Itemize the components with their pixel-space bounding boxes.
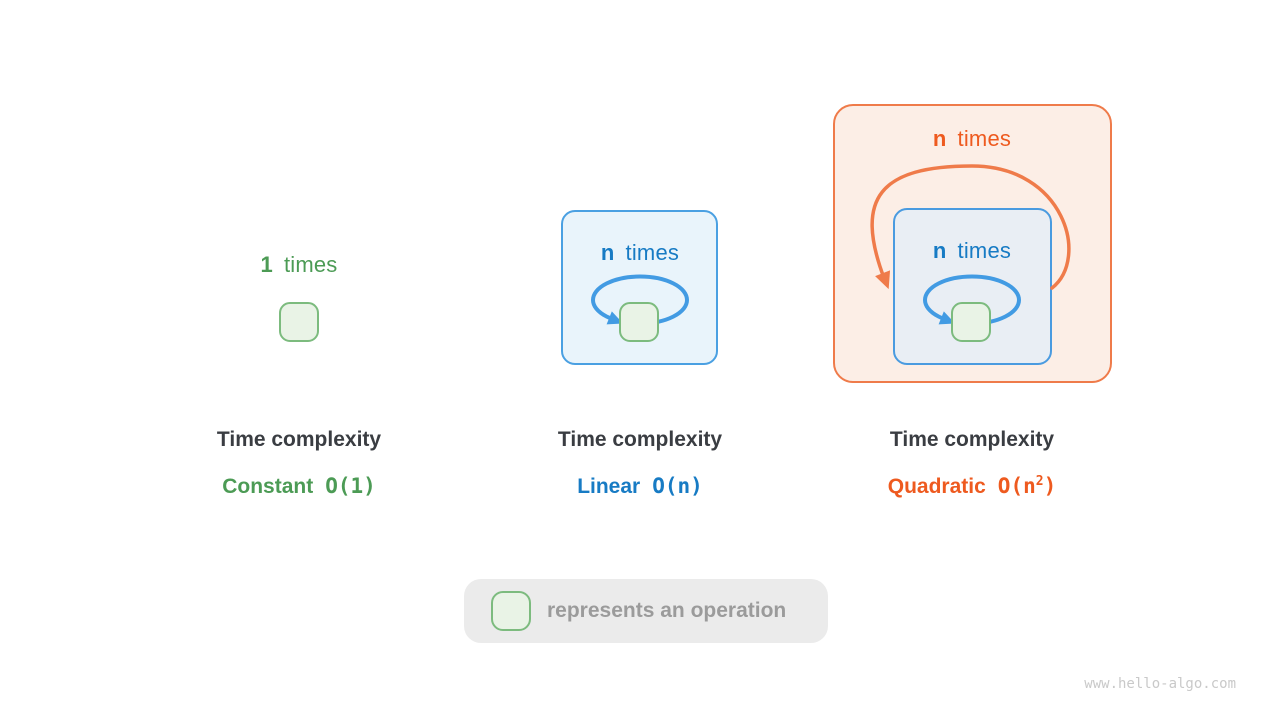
constant-loop-count: 1 [260, 252, 273, 277]
quadratic-outer-loop-word: times [957, 126, 1012, 151]
legend-text: represents an operation [547, 599, 787, 622]
constant-name: Constant [222, 475, 314, 498]
linear-name: Linear [577, 475, 641, 498]
quadratic-heading: Time complexity [889, 428, 1055, 451]
constant-result-label: Constant O(1) [159, 474, 439, 499]
linear-result-label: Linear O(n) [500, 474, 780, 499]
linear-heading: Time complexity [557, 428, 723, 451]
watermark: www.hello-algo.com [1084, 676, 1236, 692]
constant-big-o: O(1) [325, 474, 376, 498]
quadratic-operation-box [951, 302, 991, 342]
linear-big-o: O(n) [652, 474, 703, 498]
linear-loop-word: times [625, 240, 680, 265]
quadratic-inner-loop-count: n [932, 238, 947, 263]
legend-operation-box-icon [491, 591, 531, 631]
quadratic-outer-loop-count: n [932, 126, 947, 151]
linear-loop-count: n [600, 240, 615, 265]
linear-operation-box [619, 302, 659, 342]
constant-loop-label: 1 times [179, 252, 419, 278]
constant-loop-word: times [283, 252, 338, 277]
constant-heading: Time complexity [216, 428, 382, 451]
quadratic-name: Quadratic [887, 475, 986, 498]
legend: represents an operation [464, 579, 828, 643]
quadratic-big-o: O(n2) [997, 474, 1057, 498]
quadratic-inner-loop-word: times [957, 238, 1012, 263]
quadratic-result-label: Quadratic O(n2) [832, 474, 1112, 499]
constant-operation-box [279, 302, 319, 342]
